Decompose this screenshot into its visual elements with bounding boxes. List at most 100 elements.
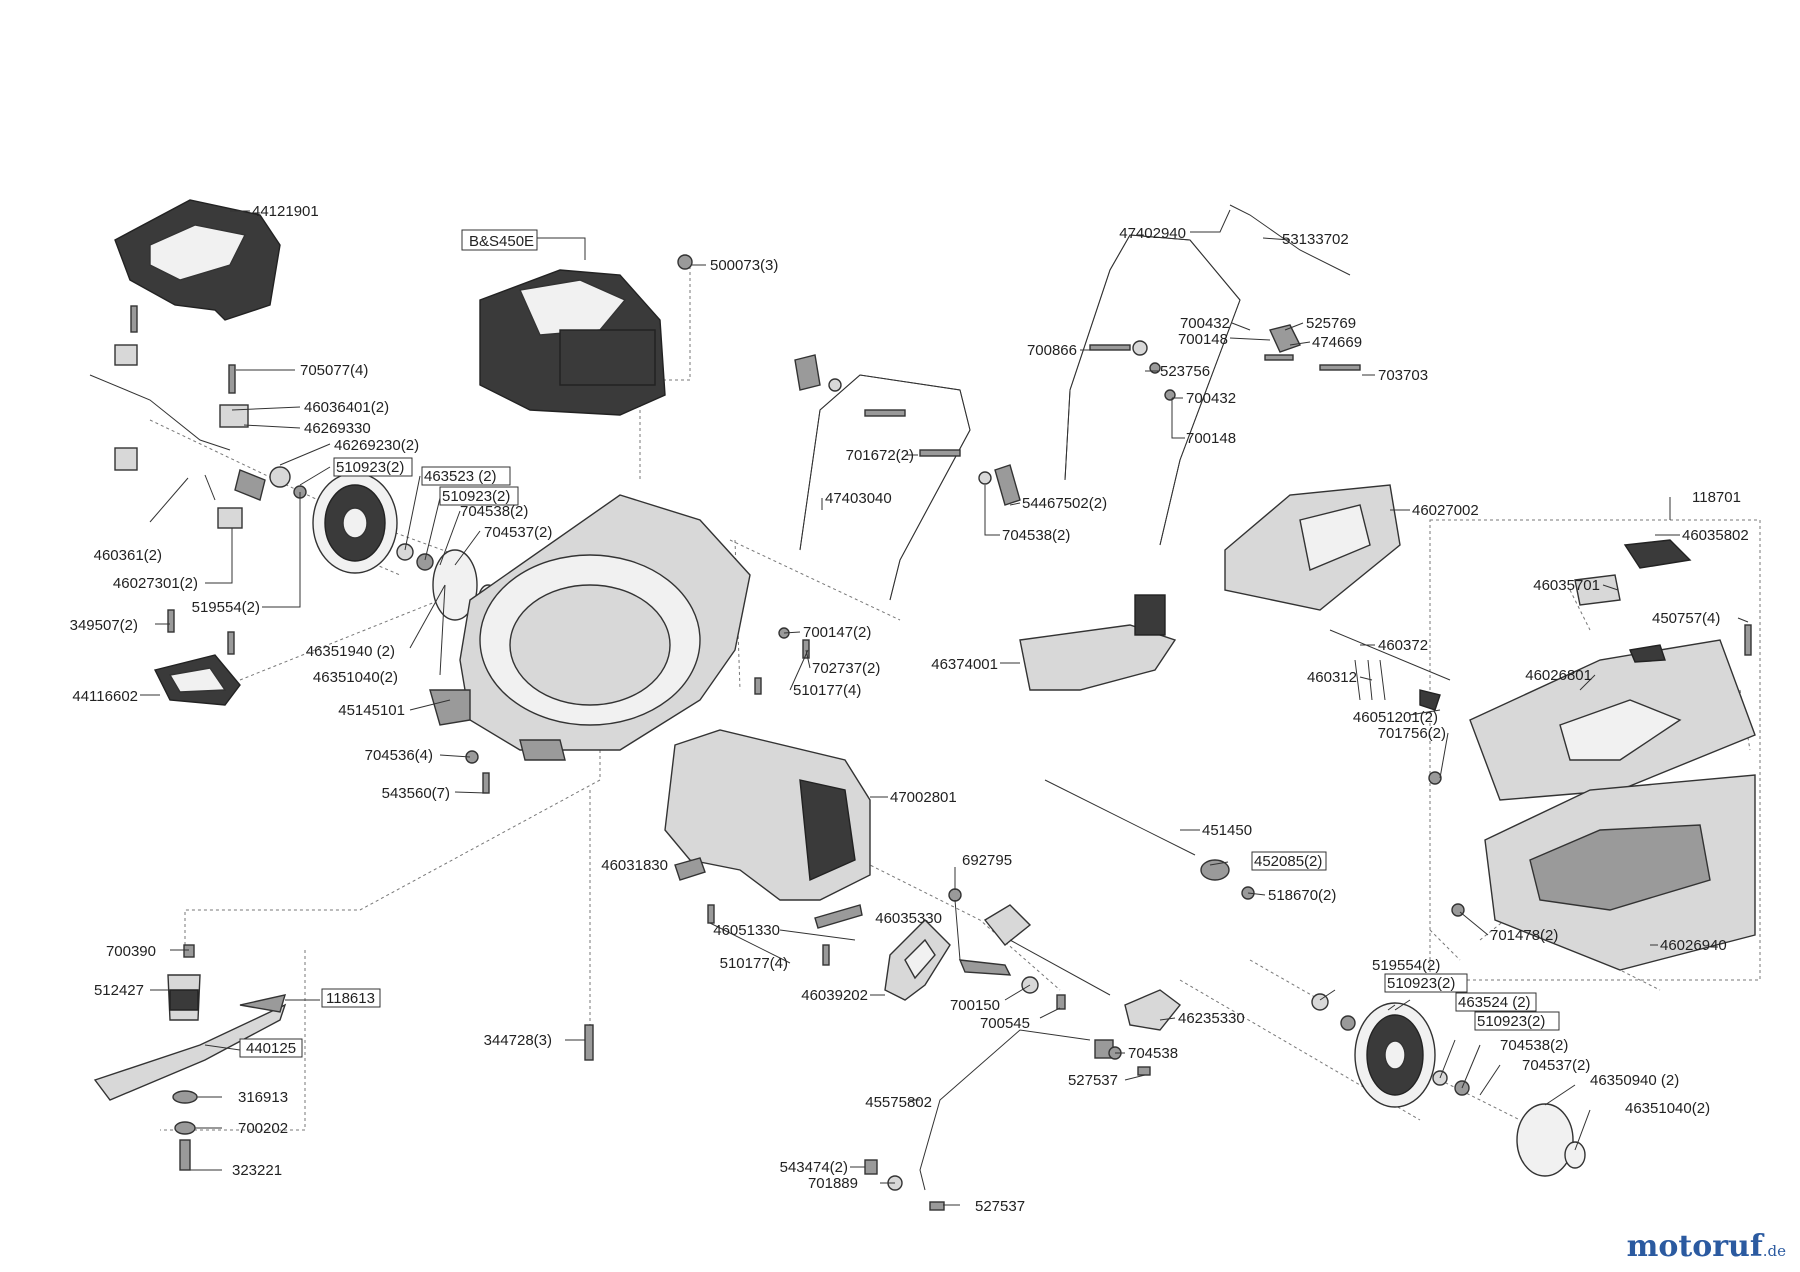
rear-axle — [1044, 779, 1255, 900]
label-463523: 463523 (2) — [424, 468, 497, 485]
label-46051330: 46051330 — [713, 922, 780, 939]
label-463524: 463524 (2) — [1458, 994, 1531, 1011]
spring-parts — [1354, 659, 1441, 711]
rear-wheel-right — [1311, 993, 1586, 1177]
label-543560: 543560(7) — [382, 785, 450, 802]
front-bracket — [674, 857, 715, 924]
watermark-brand: motoruf — [1626, 1229, 1763, 1264]
label-704537-a: 704537(2) — [484, 524, 552, 541]
engine — [479, 254, 693, 416]
label-704538-a: 704538(2) — [460, 503, 528, 520]
label-701672: 701672(2) — [846, 447, 914, 464]
label-46039202: 46039202 — [801, 987, 868, 1004]
boxed-label-frames — [239, 229, 1560, 1058]
label-53133702: 53133702 — [1282, 231, 1349, 248]
label-46235330: 46235330 — [1178, 1010, 1245, 1027]
label-701889: 701889 — [808, 1175, 858, 1192]
label-705077: 705077(4) — [300, 362, 368, 379]
label-510177-b: 510177(4) — [720, 955, 788, 972]
label-46351040-a: 46351040(2) — [313, 669, 398, 686]
engine-top-cover — [114, 199, 281, 321]
label-118613: 118613 — [326, 990, 375, 1007]
brand-watermark: motoruf.de — [1627, 1229, 1786, 1264]
label-450757: 450757(4) — [1652, 610, 1720, 627]
label-349507: 349507(2) — [70, 617, 138, 634]
label-46350940: 46350940 (2) — [1590, 1072, 1679, 1089]
label-702737: 702737(2) — [812, 660, 880, 677]
lever — [814, 904, 863, 966]
label-700432-b: 700432 — [1186, 390, 1236, 407]
label-47403040: 47403040 — [825, 490, 892, 507]
label-692795: 692795 — [962, 852, 1012, 869]
rear-flap — [153, 654, 241, 706]
label-bs450e: B&S450E — [469, 233, 534, 250]
label-510923-b: 510923(2) — [442, 488, 510, 505]
label-46351040-b: 46351040(2) — [1625, 1100, 1710, 1117]
label-46035701: 46035701 — [1533, 577, 1600, 594]
label-510177-a: 510177(4) — [793, 682, 861, 699]
label-452085: 452085(2) — [1254, 853, 1322, 870]
label-316913: 316913 — [238, 1089, 288, 1106]
label-510923-a: 510923(2) — [336, 459, 404, 476]
label-46027002: 46027002 — [1412, 502, 1479, 519]
part-labels: 44121901 705077(4) 46036401(2) 46269330 … — [70, 203, 1749, 1215]
label-703703: 703703 — [1378, 367, 1428, 384]
label-700202: 700202 — [238, 1120, 288, 1137]
label-344728: 344728(3) — [484, 1032, 552, 1049]
height-adjust-rod — [864, 1029, 1151, 1211]
axle-linkage — [948, 888, 1181, 1031]
label-700545: 700545 — [980, 1015, 1030, 1032]
label-519554-a: 519554(2) — [192, 599, 260, 616]
adjuster-grip — [884, 919, 951, 1001]
label-704537-b: 704537(2) — [1522, 1057, 1590, 1074]
label-518670: 518670(2) — [1268, 887, 1336, 904]
label-44116602: 44116602 — [72, 688, 138, 705]
drive-housing — [664, 729, 871, 901]
label-47002801: 47002801 — [890, 789, 957, 806]
label-46027301: 46027301(2) — [113, 575, 198, 592]
label-512427: 512427 — [94, 982, 144, 999]
label-474669: 474669 — [1312, 334, 1362, 351]
label-46035330: 46035330 — [875, 910, 942, 927]
leader-lines — [140, 209, 1749, 1206]
label-46036401: 46036401(2) — [304, 399, 389, 416]
label-45575802: 45575802 — [865, 1094, 932, 1111]
label-510923-d: 510923(2) — [1477, 1013, 1545, 1030]
label-510923-c: 510923(2) — [1387, 975, 1455, 992]
label-701478: 701478(2) — [1490, 927, 1558, 944]
label-46269230: 46269230(2) — [334, 437, 419, 454]
label-700147: 700147(2) — [803, 624, 871, 641]
watermark-tld: .de — [1762, 1242, 1786, 1260]
label-323221: 323221 — [232, 1162, 282, 1179]
label-118701: 118701 — [1692, 489, 1741, 506]
label-523756: 523756 — [1160, 363, 1210, 380]
lower-handle — [794, 354, 1021, 601]
label-46026940: 46026940 — [1660, 937, 1727, 954]
mulch-insert — [1019, 594, 1177, 691]
blade-assembly — [93, 944, 594, 1171]
label-704538-c: 704538(2) — [1500, 1037, 1568, 1054]
label-46031830: 46031830 — [601, 857, 668, 874]
label-46269330: 46269330 — [304, 420, 371, 437]
label-704538-b: 704538(2) — [1002, 527, 1070, 544]
label-700866: 700866 — [1027, 342, 1077, 359]
mower-deck — [429, 494, 751, 761]
label-440125: 440125 — [246, 1040, 296, 1057]
label-700148-b: 700148 — [1186, 430, 1236, 447]
label-54467502: 54467502(2) — [1022, 495, 1107, 512]
label-701756: 701756(2) — [1378, 725, 1446, 742]
label-460372: 460372 — [1378, 637, 1428, 654]
label-525769: 525769 — [1306, 315, 1356, 332]
label-704536: 704536(4) — [365, 747, 433, 764]
label-47402940: 47402940 — [1119, 225, 1186, 242]
label-700148-a: 700148 — [1178, 331, 1228, 348]
label-527537-a: 527537 — [1068, 1072, 1118, 1089]
label-46051201: 46051201(2) — [1353, 709, 1438, 726]
label-460312: 460312 — [1307, 669, 1357, 686]
grass-catcher — [1428, 539, 1756, 971]
label-700150: 700150 — [950, 997, 1000, 1014]
screw-parts-left — [89, 305, 307, 655]
label-519554-b: 519554(2) — [1372, 957, 1440, 974]
label-500073: 500073(3) — [710, 257, 778, 274]
